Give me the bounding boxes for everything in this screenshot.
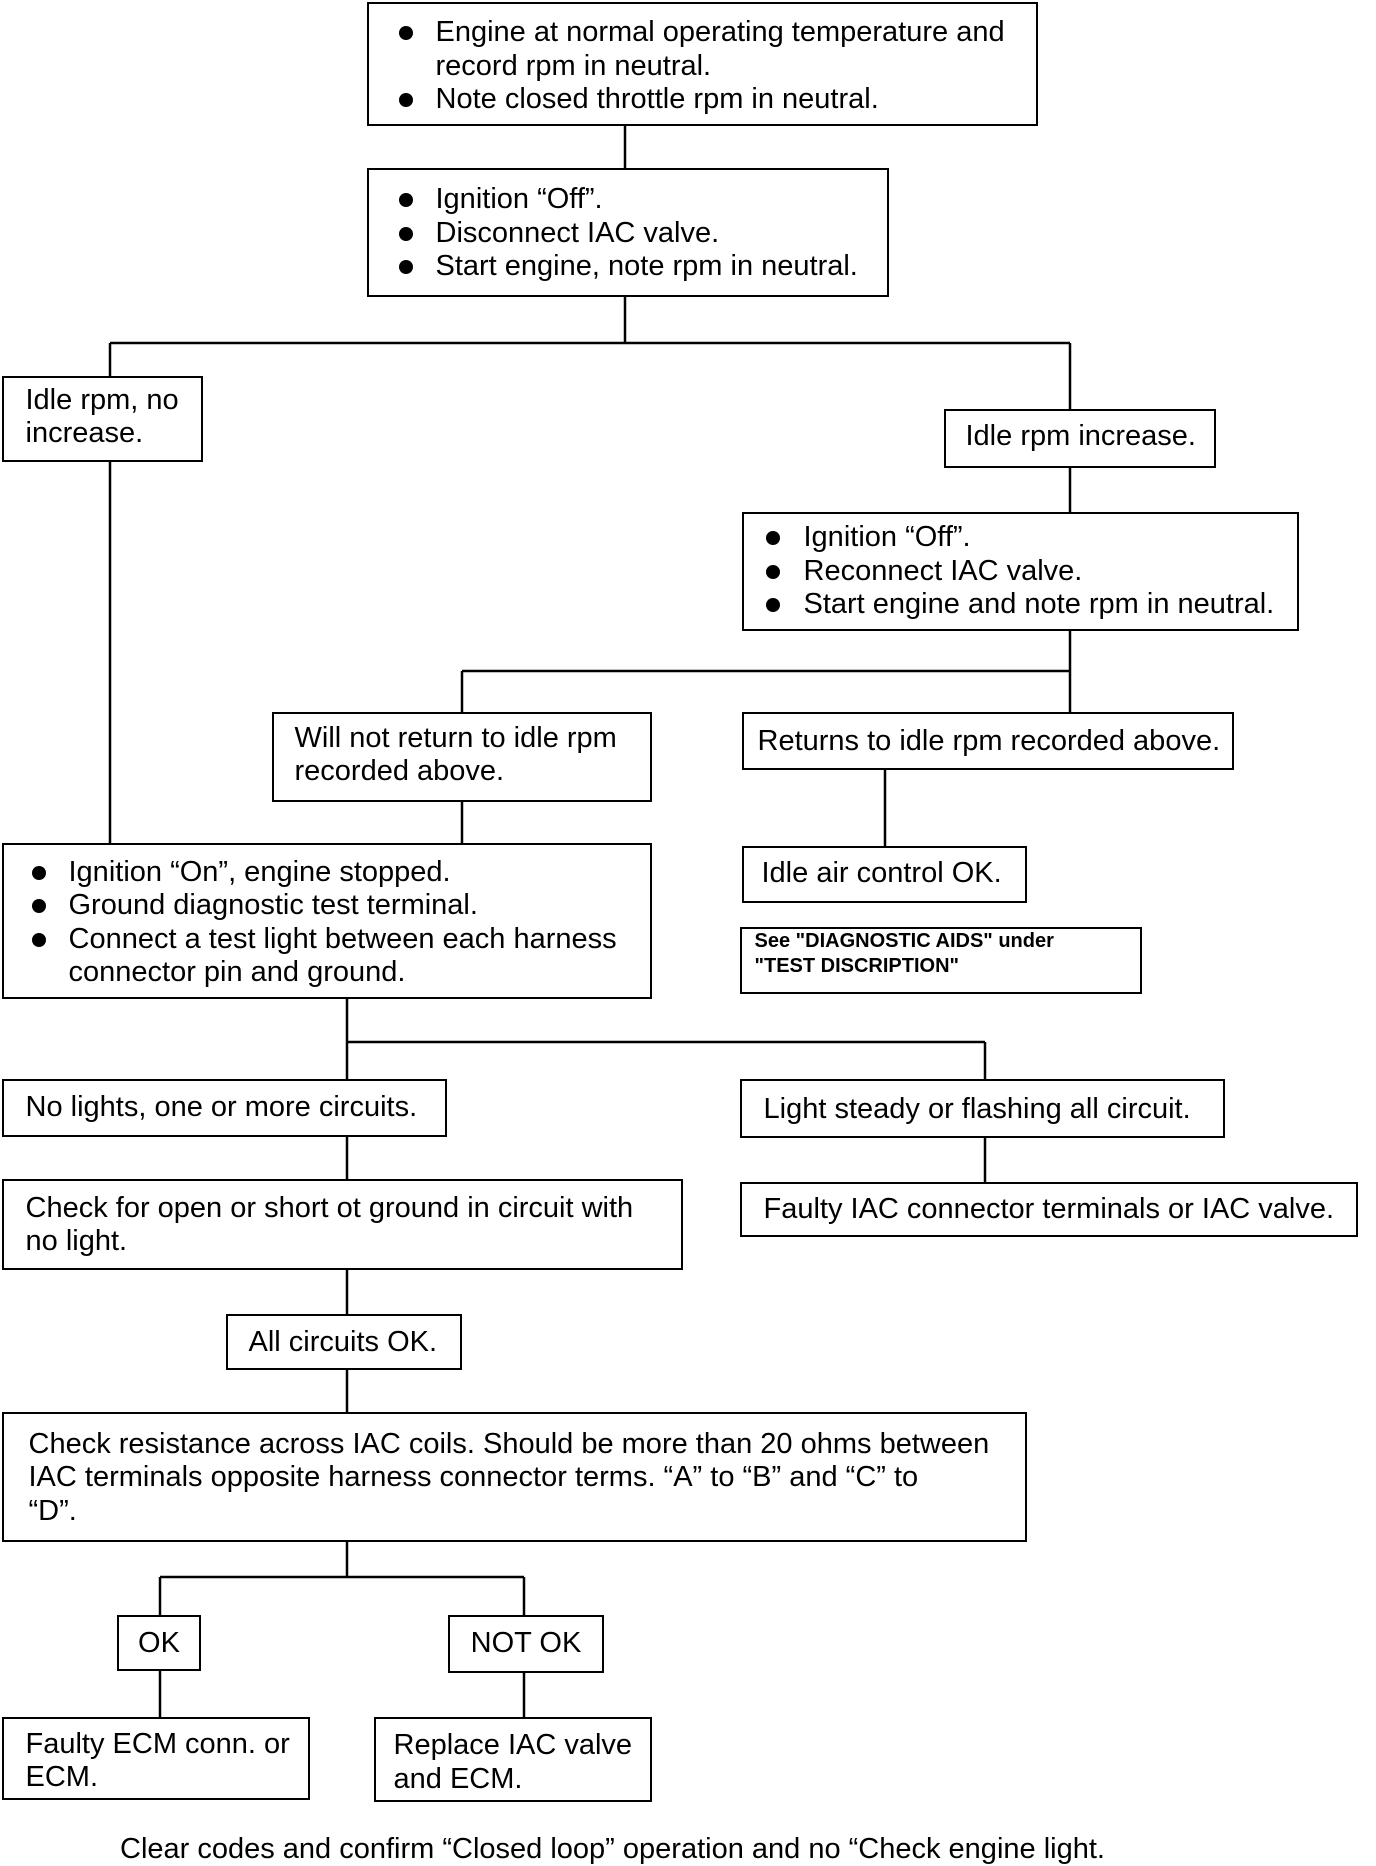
step-item: Ignition “On”, engine stopped. bbox=[4, 856, 650, 890]
step-item-text: Ignition “Off”. bbox=[435, 183, 603, 215]
step-item: Note closed throttle rpm in neutral. bbox=[369, 83, 1036, 117]
step-text: Faulty IAC connector terminals or IAC va… bbox=[763, 1192, 1335, 1225]
bullet-icon bbox=[398, 93, 413, 107]
step-box-idle-no-increase: Idle rpm, no increase. bbox=[2, 376, 203, 462]
step-item-text: Note closed throttle rpm in neutral. bbox=[435, 83, 879, 115]
result-text: NOT OK bbox=[470, 1626, 582, 1659]
bullet-icon bbox=[31, 899, 46, 913]
step-item: Connect a test light between each harnes… bbox=[4, 923, 650, 990]
step-text: No lights, one or more circuits. bbox=[25, 1090, 418, 1123]
step-box-replace-iac: Replace IAC valve and ECM. bbox=[374, 1717, 652, 1802]
step-box-check-resistance: Check resistance across IAC coils. Shoul… bbox=[2, 1412, 1027, 1542]
result-box-ok: OK bbox=[117, 1615, 201, 1671]
bullet-icon bbox=[398, 26, 413, 40]
bullet-icon bbox=[398, 260, 413, 274]
step-text: Light steady or flashing all circuit. bbox=[763, 1092, 1191, 1125]
step-box-engine-check: Engine at normal operating temperature a… bbox=[367, 2, 1038, 126]
step-box-all-circuits-ok: All circuits OK. bbox=[226, 1314, 462, 1370]
step-box-not-return: Will not return to idle rpm recorded abo… bbox=[272, 712, 652, 802]
step-text: Replace IAC valve and ECM. bbox=[393, 1729, 633, 1795]
step-text: Faulty ECM conn. or ECM. bbox=[25, 1727, 290, 1794]
step-list: Ignition “Off”. Disconnect IAC valve. St… bbox=[369, 183, 887, 284]
bullet-icon bbox=[398, 193, 413, 207]
step-box-check-open-short: Check for open or short ot ground in cir… bbox=[2, 1179, 683, 1270]
step-item-text: Reconnect IAC valve. bbox=[803, 554, 1083, 587]
step-item: Reconnect IAC valve. bbox=[744, 555, 1297, 589]
step-text: Idle air control OK. bbox=[761, 856, 1002, 889]
step-box-faulty-iac: Faulty IAC connector terminals or IAC va… bbox=[740, 1182, 1358, 1237]
step-box-disconnect-iac: Ignition “Off”. Disconnect IAC valve. St… bbox=[367, 168, 889, 297]
bullet-icon bbox=[765, 531, 780, 545]
step-text: Will not return to idle rpm recorded abo… bbox=[294, 721, 617, 788]
step-text: Check for open or short ot ground in cir… bbox=[25, 1191, 634, 1258]
bullet-icon bbox=[765, 598, 780, 612]
step-text: Idle rpm increase. bbox=[965, 419, 1197, 452]
step-box-no-lights: No lights, one or more circuits. bbox=[2, 1079, 447, 1137]
bullet-icon bbox=[765, 564, 780, 579]
result-box-not-ok: NOT OK bbox=[448, 1615, 604, 1673]
result-text: OK bbox=[138, 1626, 180, 1659]
step-item: Ignition “Off”. bbox=[369, 183, 887, 217]
step-item-text: Disconnect IAC valve. bbox=[435, 216, 720, 249]
step-item: Engine at normal operating temperature a… bbox=[369, 16, 1036, 83]
step-box-idle-increase: Idle rpm increase. bbox=[944, 409, 1216, 468]
step-item-text: Ignition “On”, engine stopped. bbox=[68, 855, 451, 888]
step-item-text: Ground diagnostic test terminal. bbox=[68, 889, 478, 921]
step-box-iac-ok: Idle air control OK. bbox=[742, 846, 1027, 903]
note-box-diagnostic-aids: See "DIAGNOSTIC AIDS" under "TEST DISCRI… bbox=[740, 927, 1142, 994]
step-text: All circuits OK. bbox=[248, 1325, 438, 1358]
step-item: Disconnect IAC valve. bbox=[369, 217, 887, 251]
step-item-text: Ignition “Off”. bbox=[803, 521, 971, 553]
step-box-faulty-ecm: Faulty ECM conn. or ECM. bbox=[2, 1717, 310, 1800]
step-item-text: Connect a test light between each harnes… bbox=[68, 922, 617, 989]
step-box-reconnect-iac: Ignition “Off”. Reconnect IAC valve. Sta… bbox=[742, 512, 1299, 631]
step-text: Returns to idle rpm recorded above. bbox=[757, 724, 1221, 757]
bullet-icon bbox=[31, 865, 46, 880]
bullet-icon bbox=[31, 932, 46, 947]
footer-note: Clear codes and confirm “Closed loop” op… bbox=[120, 1833, 1105, 1865]
step-item-text: Start engine and note rpm in neutral. bbox=[803, 588, 1275, 620]
step-item: Start engine, note rpm in neutral. bbox=[369, 250, 887, 284]
step-item: Start engine and note rpm in neutral. bbox=[744, 588, 1297, 622]
step-box-light-steady: Light steady or flashing all circuit. bbox=[740, 1079, 1225, 1138]
step-item-text: Start engine, note rpm in neutral. bbox=[435, 250, 858, 282]
step-box-returns-to-idle: Returns to idle rpm recorded above. bbox=[742, 712, 1234, 770]
step-list: Ignition “Off”. Reconnect IAC valve. Sta… bbox=[744, 521, 1297, 622]
step-box-test-light: Ignition “On”, engine stopped. Ground di… bbox=[2, 843, 652, 999]
step-list: Engine at normal operating temperature a… bbox=[369, 16, 1036, 117]
step-text: Idle rpm, no increase. bbox=[25, 383, 179, 450]
step-list: Ignition “On”, engine stopped. Ground di… bbox=[4, 856, 650, 990]
bullet-icon bbox=[398, 226, 413, 241]
step-text: Check resistance across IAC coils. Shoul… bbox=[28, 1427, 990, 1527]
step-item: Ground diagnostic test terminal. bbox=[4, 889, 650, 923]
step-item-text: Engine at normal operating temperature a… bbox=[435, 16, 1005, 82]
note-text: See "DIAGNOSTIC AIDS" under "TEST DISCRI… bbox=[754, 930, 1054, 977]
step-item: Ignition “Off”. bbox=[744, 521, 1297, 555]
